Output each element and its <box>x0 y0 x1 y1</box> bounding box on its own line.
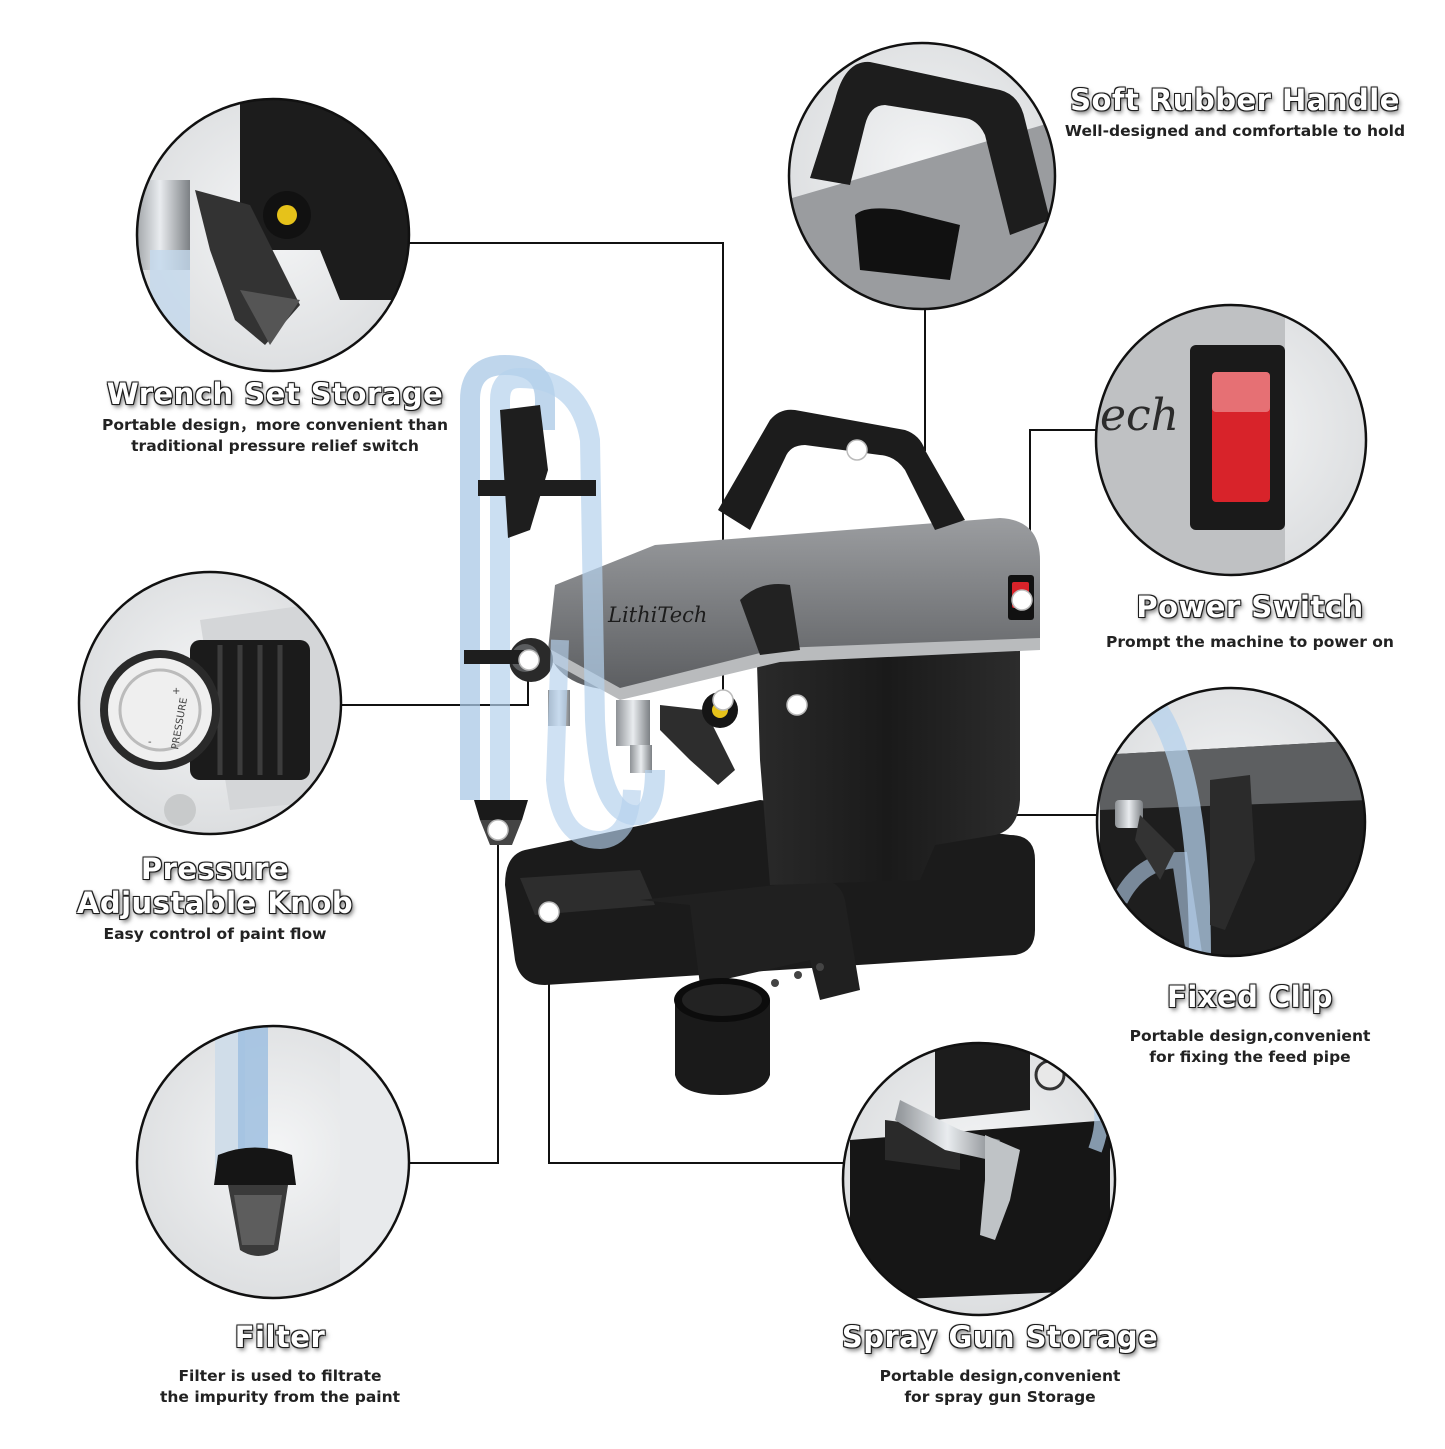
callout-knob: Pressure Adjustable Knob Easy control of… <box>55 852 375 945</box>
brand-logo-closeup: ech <box>1100 390 1179 441</box>
callout-wrench: Wrench Set Storage Portable design，more … <box>95 377 455 457</box>
callout-desc: Easy control of paint flow <box>103 925 327 943</box>
detail-circle-wrench <box>135 97 411 373</box>
detail-circle-gun <box>841 1041 1117 1317</box>
callout-filter: Filter Filter is used to filtrate the im… <box>115 1320 445 1408</box>
callout-title-line2: Adjustable Knob <box>76 886 354 920</box>
callout-desc: Prompt the machine to power on <box>1106 633 1394 651</box>
callout-desc-line1: Portable design,convenient <box>879 1367 1121 1385</box>
callout-desc-line1: Portable design，more convenient than <box>101 416 449 434</box>
callout-desc-line2: the impurity from the paint <box>159 1388 401 1406</box>
detail-circle-clip <box>1095 686 1367 958</box>
callout-desc-line2: for fixing the feed pipe <box>1149 1048 1351 1066</box>
callout-title: Soft Rubber Handle <box>1070 83 1400 117</box>
callout-clip: Fixed Clip Portable design,convenient fo… <box>1085 980 1415 1068</box>
callout-handle: Soft Rubber Handle Well-designed and com… <box>1060 83 1410 142</box>
callout-desc-line1: Filter is used to filtrate <box>178 1367 382 1385</box>
callout-title-line1: Pressure <box>140 852 290 886</box>
callout-gun: Spray Gun Storage Portable design,conven… <box>815 1320 1185 1408</box>
knob-plus: + <box>172 686 180 697</box>
callout-title: Filter <box>234 1320 326 1354</box>
knob-minus: - <box>148 737 152 748</box>
paint-sprayer-main: LithiTech <box>460 354 1040 1095</box>
callout-desc: Well-designed and comfortable to hold <box>1064 122 1406 140</box>
detail-circle-knob: + - PRESSURE <box>77 570 343 836</box>
callout-title: Fixed Clip <box>1167 980 1333 1014</box>
callout-title: Spray Gun Storage <box>841 1320 1159 1354</box>
callout-title: Power Switch <box>1136 590 1364 624</box>
callout-desc-line1: Portable design,convenient <box>1129 1027 1371 1045</box>
hotspot-dots <box>487 439 1033 923</box>
callout-power: Power Switch Prompt the machine to power… <box>1085 590 1415 653</box>
detail-circle-power: ech <box>1094 303 1368 577</box>
callout-desc-line2: traditional pressure relief switch <box>131 437 419 455</box>
detail-circle-filter <box>135 1024 411 1300</box>
callout-desc-line2: for spray gun Storage <box>904 1388 1096 1406</box>
detail-circle-handle <box>787 41 1057 311</box>
callout-title: Wrench Set Storage <box>106 377 444 411</box>
brand-logo: LithiTech <box>607 603 707 627</box>
